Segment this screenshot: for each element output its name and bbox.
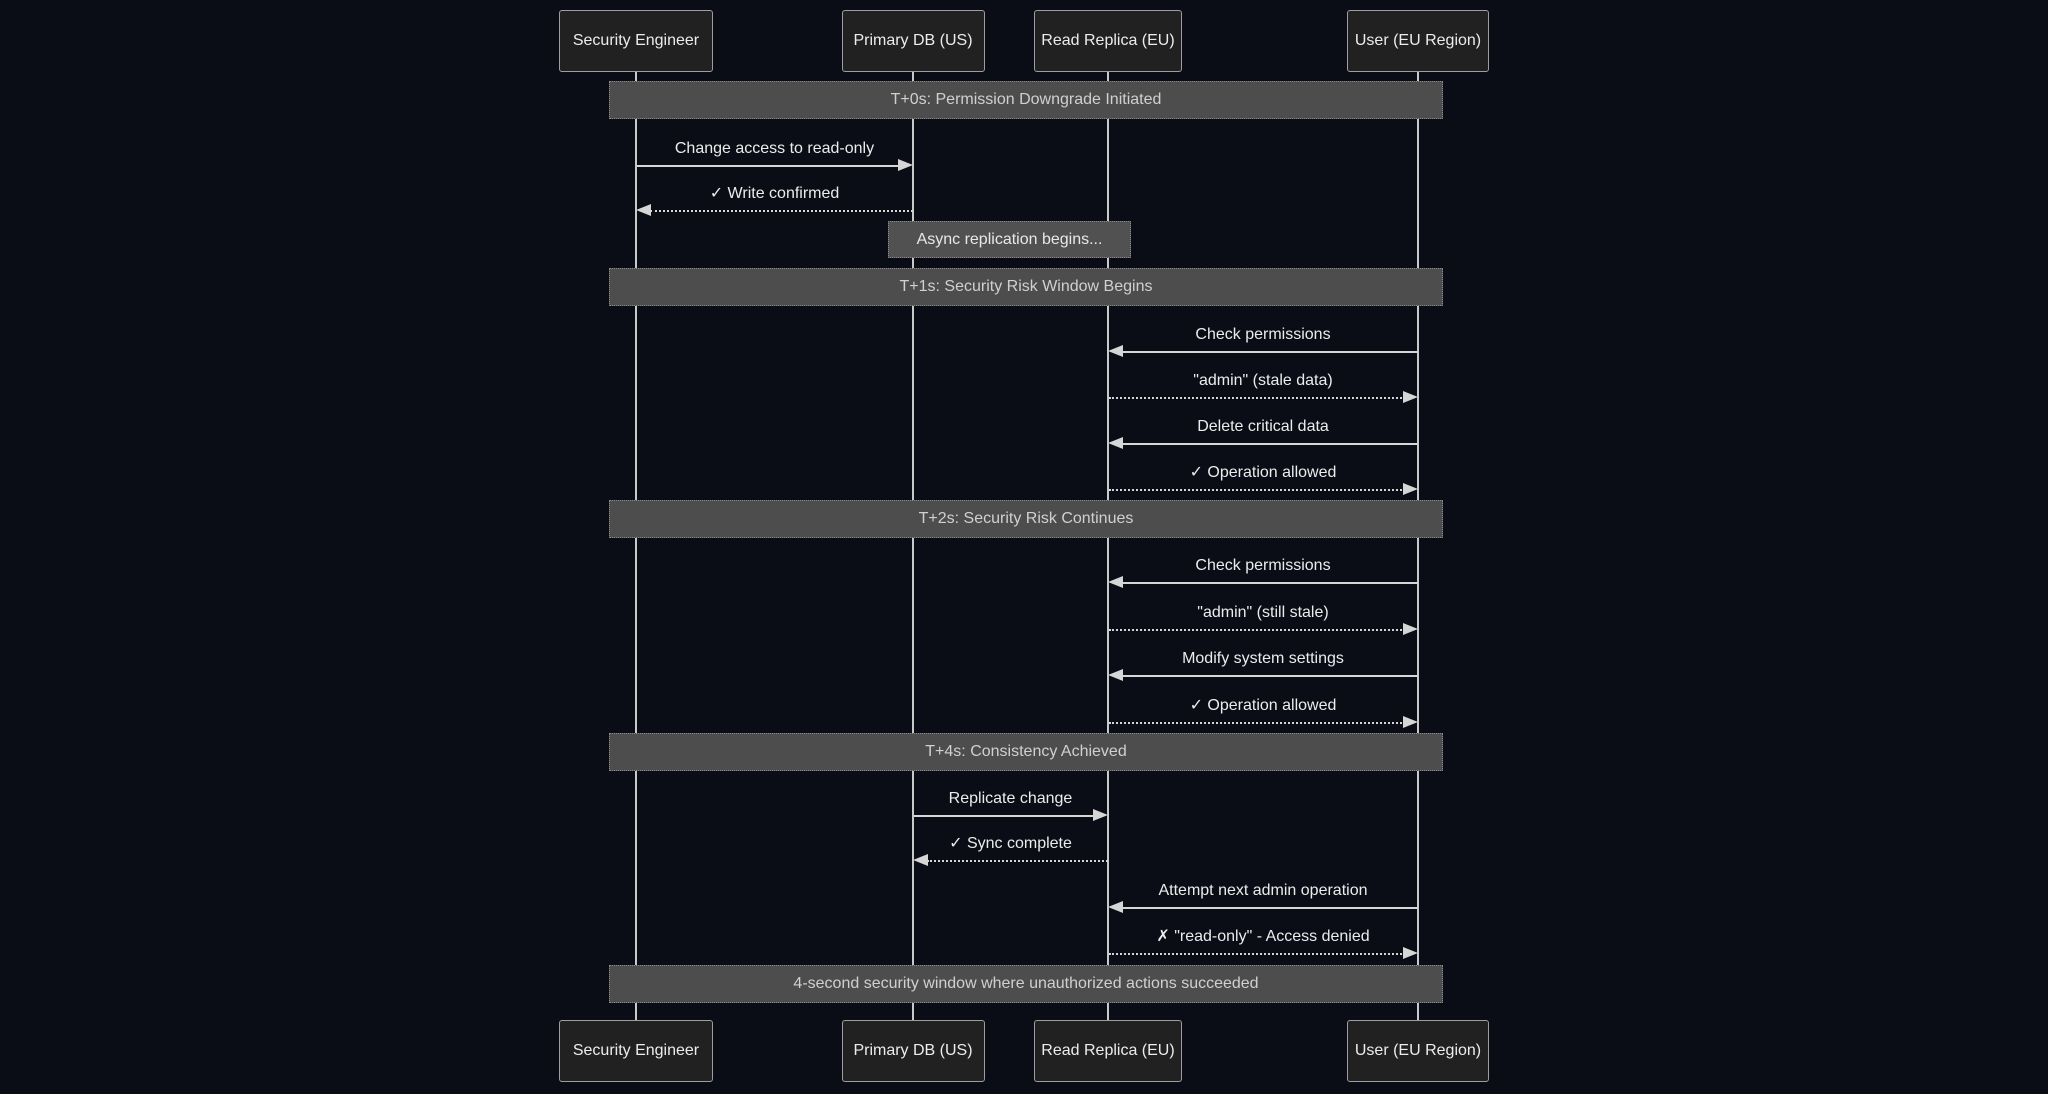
message-line	[1122, 443, 1418, 445]
actor-box-bottom-primary-db: Primary DB (US)	[841, 1020, 985, 1082]
arrowhead-right-icon	[1403, 716, 1418, 728]
divider-bar-2: T+2s: Security Risk Continues	[609, 500, 1443, 538]
note-async-replication: Async replication begins...	[888, 221, 1131, 258]
arrowhead-right-icon	[1403, 947, 1418, 959]
lifeline-read-replica	[1107, 72, 1109, 1020]
divider-bar-0: T+0s: Permission Downgrade Initiated	[609, 81, 1443, 119]
arrowhead-right-icon	[1403, 623, 1418, 635]
message-label: Replicate change	[948, 790, 1073, 807]
arrowhead-right-icon	[1403, 391, 1418, 403]
message-line	[650, 210, 913, 212]
message-line	[1109, 722, 1405, 724]
message-label: Check permissions	[1195, 326, 1331, 343]
divider-bar-3: T+4s: Consistency Achieved	[609, 733, 1443, 771]
message-label: ✓ Operation allowed	[1189, 697, 1337, 714]
message-label: "admin" (still stale)	[1197, 604, 1329, 621]
message-line	[1122, 351, 1418, 353]
arrowhead-right-icon	[1403, 483, 1418, 495]
message-line	[1122, 582, 1418, 584]
message-label: Change access to read-only	[674, 140, 875, 157]
arrowhead-right-icon	[898, 159, 913, 171]
actor-box-bottom-security-engineer: Security Engineer	[559, 1020, 713, 1082]
message-line	[1122, 907, 1418, 909]
message-line	[1122, 675, 1418, 677]
divider-bar-4: 4-second security window where unauthori…	[609, 965, 1443, 1003]
message-label: Attempt next admin operation	[1158, 882, 1368, 899]
actor-box-bottom-user: User (EU Region)	[1347, 1020, 1489, 1082]
arrowhead-left-icon	[913, 854, 928, 866]
message-line	[1109, 629, 1405, 631]
arrowhead-left-icon	[1108, 901, 1123, 913]
message-line	[1109, 953, 1405, 955]
arrowhead-left-icon	[1108, 669, 1123, 681]
arrowhead-left-icon	[636, 204, 651, 216]
lifeline-user	[1417, 72, 1419, 1020]
divider-bar-1: T+1s: Security Risk Window Begins	[609, 268, 1443, 306]
arrowhead-left-icon	[1108, 576, 1123, 588]
message-label: ✓ Operation allowed	[1189, 464, 1337, 481]
lifeline-primary-db	[912, 72, 914, 1020]
message-label: "admin" (stale data)	[1193, 372, 1333, 389]
arrowhead-right-icon	[1093, 809, 1108, 821]
arrowhead-left-icon	[1108, 345, 1123, 357]
arrowhead-left-icon	[1108, 437, 1123, 449]
message-label: ✓ Sync complete	[949, 835, 1072, 852]
message-line	[927, 860, 1108, 862]
message-label: Modify system settings	[1182, 650, 1344, 667]
actor-box-top-read-replica: Read Replica (EU)	[1034, 10, 1182, 72]
message-label: Check permissions	[1195, 557, 1331, 574]
message-line	[914, 815, 1095, 817]
actor-box-top-user: User (EU Region)	[1347, 10, 1489, 72]
actor-box-top-primary-db: Primary DB (US)	[841, 10, 985, 72]
message-line	[1109, 489, 1405, 491]
lifeline-security-engineer	[635, 72, 637, 1020]
message-line	[1109, 397, 1405, 399]
message-label: Delete critical data	[1197, 418, 1329, 435]
actor-box-bottom-read-replica: Read Replica (EU)	[1034, 1020, 1182, 1082]
message-label: ✗ "read-only" - Access denied	[1156, 928, 1370, 945]
actor-box-top-security-engineer: Security Engineer	[559, 10, 713, 72]
message-label: ✓ Write confirmed	[709, 185, 840, 202]
message-line	[637, 165, 900, 167]
